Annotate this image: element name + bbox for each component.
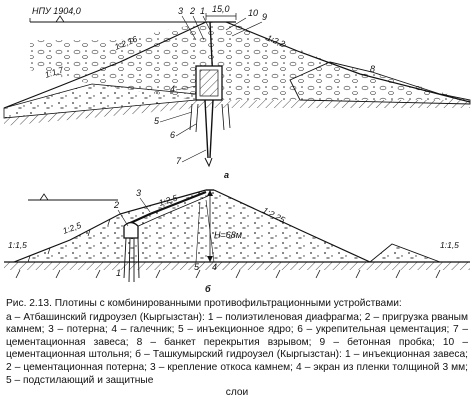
label-b-4: 4: [212, 262, 217, 272]
label-a-5: 5: [154, 116, 160, 126]
berm-8: [289, 61, 471, 105]
grout-curtain-1: [123, 237, 140, 283]
label-a-7: 7: [176, 156, 182, 166]
crest-width-label: 15,0: [212, 4, 230, 14]
label-b-5: 5: [194, 262, 200, 272]
label-a-1: 1: [200, 6, 205, 16]
label-b-2: 2: [113, 200, 119, 210]
panel-letter-a: а: [224, 170, 229, 180]
downstream-slope-b: [213, 189, 371, 263]
caption-last-line: слои: [225, 387, 249, 399]
grout-gallery-2: [123, 221, 139, 239]
foundation-b: [4, 262, 470, 270]
figure-caption: Рис. 2.13. Плотины с комбинированными пр…: [6, 298, 468, 400]
foundation-a: [4, 100, 470, 126]
label-a-3: 3: [178, 6, 183, 16]
grout-curtain-7: [204, 99, 209, 159]
label-a-4: 4: [170, 84, 175, 94]
label-a-9: 9: [262, 12, 267, 22]
label-b-1: 1: [116, 268, 121, 278]
upstream-slope-b: [13, 189, 207, 263]
dam-body-b: [14, 190, 370, 262]
label-a-2: 2: [189, 6, 195, 16]
dam-body-a: [30, 22, 470, 100]
height-label: Н=68м: [214, 230, 242, 240]
label-a-8: 8: [370, 64, 375, 74]
caption-title: Рис. 2.13. Плотины с комбинированными пр…: [6, 298, 402, 309]
slope-label-b-3: 1:1,5: [8, 240, 27, 250]
label-a-6: 6: [170, 130, 175, 140]
slope-label-b-1: 1:2,5: [61, 220, 82, 236]
film-screen-4: [127, 190, 207, 226]
upstream-slope-a: [3, 21, 207, 109]
dam-cross-sections-figure: НПУ 1904,0 15,0 1:1,7 1:2,16 1:2,2 3 2 1…: [3, 4, 471, 294]
panel-letter-b: б: [205, 284, 211, 294]
caption-body: а – Атбашинский гидроузел (Кыргызстан): …: [6, 311, 468, 386]
label-a-10: 10: [248, 8, 258, 18]
section-b: 1:2,5 1:2,5 1:2,25 1:1,5 1:1,5 Н=68м 2 3…: [4, 188, 470, 294]
npu-label: НПУ 1904,0: [32, 6, 81, 16]
downstream-slope-a: [225, 21, 471, 103]
section-a: НПУ 1904,0 15,0 1:1,7 1:2,16 1:2,2 3 2 1…: [3, 4, 471, 180]
label-b-3: 3: [136, 188, 141, 198]
slope-label-b-4: 1:1,5: [440, 240, 459, 250]
